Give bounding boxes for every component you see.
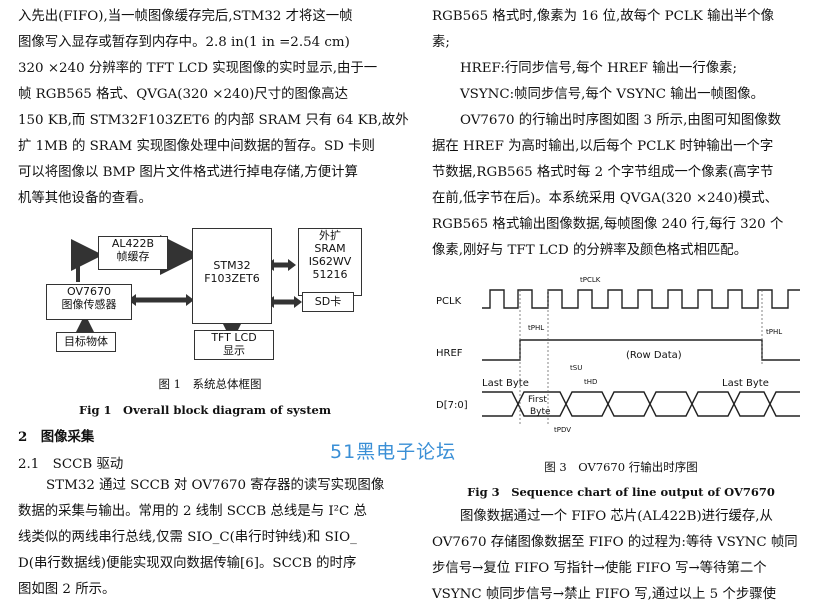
tphl-label: tPHL (528, 324, 544, 332)
stm32-sublabel: F103ZET6 (204, 272, 260, 285)
watermark-text: 51黑电子论坛 (330, 441, 457, 463)
text-line: RGB565 格式时,像素为 16 位,故每个 PCLK 输出半个像 (432, 9, 775, 24)
data-bus-last-byte (733, 391, 771, 417)
tft-lcd-box: TFT LCD 显示 (194, 330, 274, 360)
figure-1-caption-en: Fig 1 Overall block diagram of system (78, 403, 332, 417)
sd-card-box: SD卡 (302, 292, 354, 312)
text-line: VSYNC 帧同步信号→禁止 FIFO 写,通过以上 5 个步骤使 (432, 587, 777, 602)
al422b-box: AL422B 帧缓存 (98, 236, 168, 270)
text-line: 图像数据通过一个 FIFO 芯片(AL422B)进行缓存,从 (460, 509, 773, 524)
figure-1-block-diagram: AL422B 帧缓存 STM32 F103ZET6 外扩 SRAM IS62WV… (0, 220, 420, 420)
text-line: OV7670 存储图像数据至 FIFO 的过程为:等待 VSYNC 帧同 (432, 535, 798, 550)
al422b-label: AL422B (111, 237, 155, 250)
tpclk-label: tPCLK (580, 276, 601, 284)
data-label: D[7:0] (436, 400, 468, 411)
pclk-label: PCLK (436, 296, 462, 307)
first-byte-label-2: Byte (530, 407, 551, 417)
ov7670-box: OV7670 图像传感器 (46, 284, 132, 320)
href-label: HREF (436, 348, 463, 359)
text-line: 在前,低字节在后)。本系统采用 QVGA(320 ×240)模式、 (432, 191, 779, 206)
first-byte-label: First (528, 395, 547, 405)
figure-3-caption-en: Fig 3 Sequence chart of line output of O… (467, 485, 775, 499)
text-line: 据在 HREF 为高时输出,以后每个 PCLK 时钟输出一个字 (432, 139, 774, 154)
tsu-label: tSU (570, 364, 582, 372)
text-line: VSYNC:帧同步信号,每个 VSYNC 输出一帧图像。 (460, 87, 765, 102)
last-byte-label-1: Last Byte (482, 378, 529, 389)
text-line: OV7670 的行输出时序图如图 3 所示,由图可知图像数 (460, 113, 782, 128)
text-line: RGB565 格式输出图像数据,每帧图像 240 行,每行 320 个 (432, 217, 784, 232)
text-line: 320 ×240 分辨率的 TFT LCD 实现图像的实时显示,由于一 (18, 61, 378, 76)
data-bus-left (482, 391, 519, 417)
text-line: 帧 RGB565 格式、QVGA(320 ×240)尺寸的图像高达 (18, 87, 349, 102)
text-line: D(串行数据线)便能实现双向数据传输[6]。SCCB 的时序 (18, 556, 357, 571)
section-heading-2: 2 图像采集 (18, 429, 95, 445)
tpdv-label: tPDV (554, 426, 571, 434)
text-line: 图像写入显存或暂存到内存中。2.8 in(1 in =2.54 cm) (18, 35, 350, 50)
al422b-sublabel: 帧缓存 (116, 250, 150, 263)
right-paragraph-1: RGB565 格式时,像素为 16 位,故每个 PCLK 输出半个像 素; HR… (432, 4, 783, 264)
text-line: 150 KB,而 STM32F103ZET6 的内部 SRAM 只有 64 KB… (18, 113, 409, 128)
text-line: HREF:行同步信号,每个 HREF 输出一行像素; (460, 61, 738, 76)
left-paragraph-2: STM32 通过 SCCB 对 OV7670 寄存器的读写实现图像 数据的采集与… (18, 473, 410, 603)
figure-1-caption-zh: 图 1 系统总体框图 (158, 377, 262, 391)
figure-3-caption-zh: 图 3 OV7670 行输出时序图 (544, 460, 698, 474)
text-line: 可以将图像以 BMP 图片文件格式进行掉电存储,方便计算 (18, 165, 358, 180)
left-paragraph-1: 入先出(FIFO),当一帧图像缓存完后,STM32 才将这一帧 图像写入显存或暂… (18, 4, 409, 212)
tphl-label-2: tPHL (766, 328, 782, 336)
text-line: 图如图 2 所示。 (18, 582, 116, 597)
right-paragraph-2: 图像数据通过一个 FIFO 芯片(AL422B)进行缓存,从 OV7670 存储… (432, 504, 810, 608)
text-line: 机等其他设备的查看。 (18, 191, 152, 206)
target-object-box: 目标物体 (56, 332, 116, 352)
text-line: 入先出(FIFO),当一帧图像缓存完后,STM32 才将这一帧 (18, 9, 353, 24)
stm32-label: STM32 (213, 259, 251, 272)
text-line: 扩 1MB 的 SRAM 实现图像处理中间数据的暂存。SD 卡则 (18, 139, 375, 154)
href-waveform (482, 339, 800, 361)
pclk-waveform (482, 289, 800, 309)
figure-3-timing-diagram: PCLK HREF D[7:0] tPCLK tPHL tPHL tSU tHD… (436, 276, 800, 434)
text-line: 像素,刚好与 TFT LCD 的分辨率及颜色格式相匹配。 (432, 243, 748, 258)
section-heading-2-1: 2.1 SCCB 驱动 (18, 457, 124, 472)
row-data-label: (Row Data) (626, 350, 682, 361)
text-line: 素; (432, 35, 450, 50)
sram-box: 外扩 SRAM IS62WV 51216 (298, 228, 362, 296)
stm32-box: STM32 F103ZET6 (192, 228, 272, 324)
last-byte-label-2: Last Byte (722, 378, 769, 389)
text-line: 步信号→复位 FIFO 写指针→使能 FIFO 写→等待第二个 (432, 561, 767, 576)
thd-label: tHD (584, 378, 597, 386)
text-line: 数据的采集与输出。常用的 2 线制 SCCB 总线是与 I²C 总 (18, 504, 367, 519)
text-line: 线类似的两线串行总线,仅需 SIO_C(串行时钟线)和 SIO_ (18, 530, 357, 545)
arrow-ov7670-to-al422b (71, 239, 103, 282)
text-line: STM32 通过 SCCB 对 OV7670 寄存器的读写实现图像 (46, 478, 385, 493)
text-line: 节数据,RGB565 格式时每 2 个字节组成一个像素(高字节 (432, 165, 774, 180)
